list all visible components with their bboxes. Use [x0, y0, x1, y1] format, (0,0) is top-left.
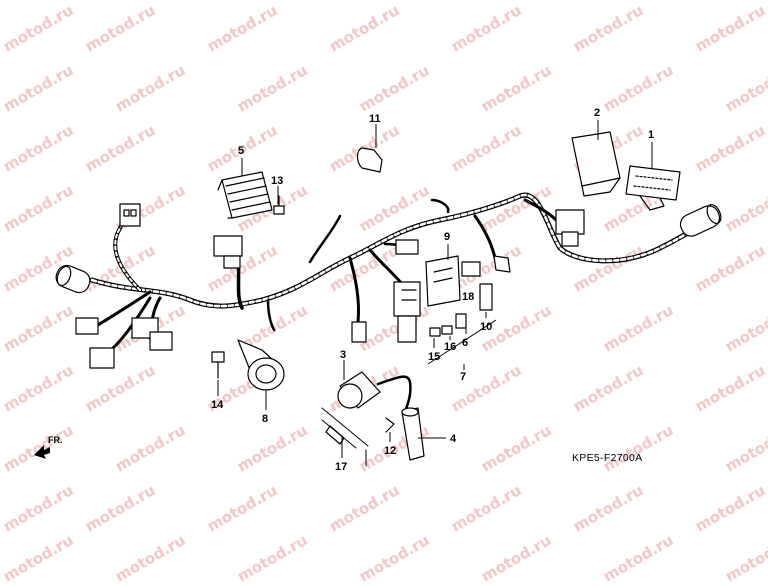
- fuse-holder: [393, 281, 421, 343]
- callout-13: 13: [271, 175, 283, 187]
- connector-left-4: [89, 347, 115, 369]
- connector-9: [493, 255, 511, 273]
- bolt-14: [211, 351, 225, 379]
- horn: [237, 339, 285, 391]
- callout-8: 8: [262, 413, 268, 425]
- fuse-16: [441, 325, 453, 335]
- bolt-13: [273, 195, 285, 215]
- starter-relay-cover: [625, 165, 681, 211]
- callout-18: 18: [462, 291, 474, 303]
- screw-12: [385, 417, 395, 433]
- handlebar-switch-plug-left: [55, 264, 91, 294]
- connector-center: [395, 239, 419, 255]
- winker-relay: [571, 131, 621, 197]
- connector-left-1: [75, 317, 99, 335]
- callout-10: 10: [480, 321, 492, 333]
- ignition-coil: [337, 371, 412, 418]
- connector-regulator: [213, 235, 243, 269]
- connector-left-3: [149, 331, 173, 351]
- front-label: FR.: [48, 435, 63, 445]
- fuse-10: [479, 283, 493, 311]
- connector-right-1: [555, 209, 585, 247]
- handlebar-switch-plug-right: [679, 203, 722, 237]
- callout-6: 6: [462, 337, 468, 349]
- fuse-6: [455, 313, 467, 329]
- callout-numbers: 1 2 3 4 5 6 7 8 9 10 11 12 13 14 15 16 1…: [211, 107, 654, 473]
- bolt-17: [325, 425, 345, 445]
- callout-4: 4: [450, 433, 457, 445]
- callout-1: 1: [648, 129, 654, 141]
- connector-lower-center: [351, 321, 367, 343]
- callout-3: 3: [340, 349, 346, 361]
- main-wire-harness: [89, 192, 705, 354]
- callout-7: 7: [460, 371, 466, 383]
- callout-5: 5: [238, 145, 244, 157]
- arrow-icon: [34, 445, 50, 459]
- spark-plug-cap: [401, 407, 425, 461]
- callout-17: 17: [335, 461, 347, 473]
- fuse-box: [425, 255, 481, 307]
- callout-2: 2: [594, 107, 600, 119]
- leader-lines: [217, 120, 653, 458]
- harness-clip: [356, 147, 383, 173]
- callout-11: 11: [369, 113, 381, 125]
- connector-upper-left: [119, 203, 141, 227]
- diagram-reference-code: KPE5-F2700A: [572, 452, 643, 464]
- callout-14: 14: [211, 399, 224, 411]
- callout-16: 16: [444, 341, 456, 353]
- callout-9: 9: [444, 231, 450, 243]
- regulator-rectifier: [217, 171, 273, 219]
- callout-12: 12: [384, 445, 396, 457]
- front-arrow-indicator: FR.: [32, 435, 72, 461]
- callout-15: 15: [428, 351, 440, 363]
- fuse-15: [429, 327, 441, 337]
- clamp-band-17: [321, 407, 369, 467]
